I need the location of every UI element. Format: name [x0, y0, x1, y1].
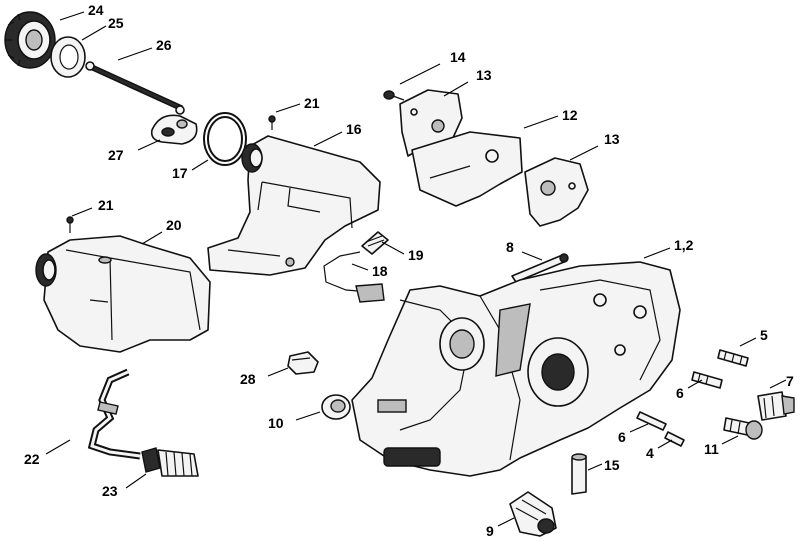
callout-15: 15	[604, 457, 620, 473]
callout-24: 24	[88, 2, 104, 18]
callout-11: 11	[704, 441, 719, 457]
part-25-washer	[50, 36, 86, 78]
callout-26: 26	[156, 37, 172, 53]
part-17-oring	[203, 112, 247, 166]
callout-25: 25	[108, 15, 124, 31]
callout-7: 7	[786, 373, 794, 389]
part-14-screw	[383, 90, 405, 101]
callout-19: 19	[408, 247, 424, 263]
part-22-hose	[87, 368, 141, 460]
part-10-bushing	[321, 394, 351, 420]
callout-10: 10	[268, 415, 284, 431]
callout-16: 16	[346, 121, 362, 137]
part-6-pin-lower	[636, 411, 667, 431]
callout-21-lower: 21	[98, 197, 114, 213]
part-13-plate-lower	[524, 157, 589, 227]
part-6-stud-upper	[691, 371, 723, 389]
callout-27: 27	[108, 147, 124, 163]
part-21-screw-lower	[66, 216, 74, 233]
callout-22: 22	[24, 451, 40, 467]
part-8-bolt	[511, 253, 569, 283]
part-12-gasket	[411, 131, 523, 207]
part-24-cap	[4, 11, 56, 69]
part-9-grommet	[509, 491, 557, 537]
part-20-reservoir	[35, 235, 211, 353]
part-4-pin	[664, 431, 685, 447]
part-23-filter	[141, 447, 199, 477]
callout-13-lower: 13	[604, 131, 620, 147]
part-7-adjuster	[757, 391, 795, 421]
part-19-fitting	[361, 231, 389, 255]
callout-20: 20	[166, 217, 182, 233]
callout-18: 18	[372, 263, 388, 279]
callout-14: 14	[450, 49, 466, 65]
callout-13-upper: 13	[476, 67, 492, 83]
callout-6-lower: 6	[618, 429, 626, 445]
part-16-housing	[207, 135, 381, 276]
callout-28: 28	[240, 371, 256, 387]
callout-21-upper: 21	[304, 95, 320, 111]
part-21-screw-upper	[268, 115, 276, 130]
part-28-block	[287, 351, 319, 375]
part-18-line	[323, 251, 385, 303]
callout-4: 4	[646, 445, 654, 461]
callout-23: 23	[102, 483, 118, 499]
callout-12: 12	[562, 107, 578, 123]
callout-8: 8	[506, 239, 514, 255]
callout-labels: 24 25 26 27 17 21 16 14 13 12 13 21 20 1…	[24, 2, 794, 539]
callout-17: 17	[172, 165, 188, 181]
callout-9: 9	[486, 523, 494, 539]
callout-5: 5	[760, 327, 768, 343]
leader-lines	[45, 11, 787, 527]
callout-1-2: 1,2	[674, 237, 694, 253]
part-15-sleeve	[571, 453, 587, 495]
part-1-2-crankcase	[351, 261, 681, 477]
part-26-rod	[85, 61, 185, 115]
part-27-clip	[150, 114, 198, 145]
part-11-screw	[723, 417, 763, 440]
part-5-stud	[717, 349, 749, 367]
callout-6-upper: 6	[676, 385, 684, 401]
